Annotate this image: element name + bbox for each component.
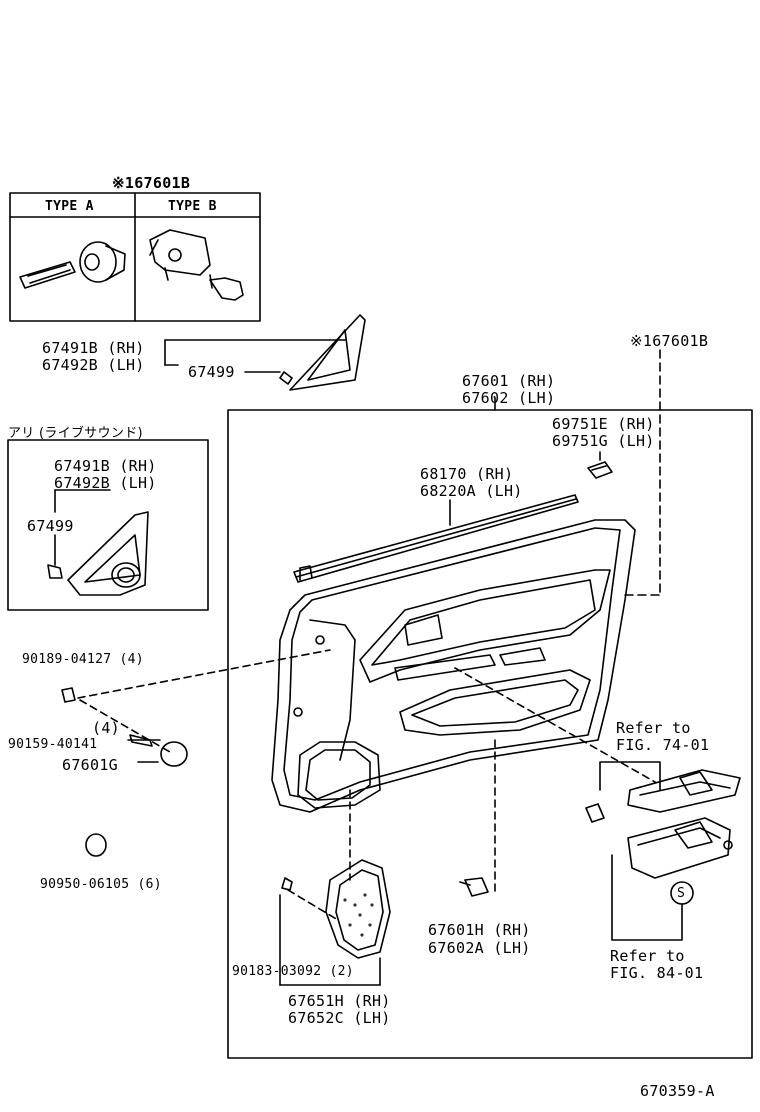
plug-90950-part (85, 833, 107, 857)
window-switch-lower (627, 817, 733, 879)
cap-67601g-part (160, 741, 188, 767)
mirror-cover-part (279, 314, 366, 391)
type-a-label: TYPE A (45, 199, 94, 214)
kit-title: ※167601B (112, 174, 191, 192)
label-68170-rh: 68170 (RH) (420, 465, 514, 483)
bolt-90189-part (61, 687, 76, 703)
clip-kit-box (9, 192, 261, 322)
figure-id: 670359-A (640, 1082, 715, 1100)
s-mark-circle (670, 881, 694, 905)
label-67601-rh: 67601 (RH) (462, 372, 556, 390)
label-67492b-lh: 67492B (LH) (42, 356, 145, 374)
label-67499: 67499 (188, 363, 235, 381)
clip-69751-part (587, 451, 613, 479)
label-refer-to-top: Refer to (616, 719, 691, 737)
label-panel-ref: ※167601B (630, 332, 709, 350)
label-live-sound: アリ (ライブサウンド) (8, 426, 143, 441)
label-fig-74-01: FIG. 74-01 (616, 736, 710, 754)
label-67602-lh: 67602 (LH) (462, 389, 556, 407)
type-a-clip-icon (19, 241, 126, 289)
label-69751e-rh: 69751E (RH) (552, 415, 655, 433)
window-switch-upper (585, 769, 741, 823)
label-67601h-rh: 67601H (RH) (428, 921, 531, 939)
inset-label-67492b-lh: 67492B (LH) (54, 474, 157, 492)
clip-67601h-part (459, 877, 489, 897)
inset-label-67491b-rh: 67491B (RH) (54, 457, 157, 475)
label-90189-04127: 90189-04127 (4) (22, 652, 144, 667)
label-67491b-rh: 67491B (RH) (42, 339, 145, 357)
label-68220a-lh: 68220A (LH) (420, 482, 523, 500)
label-69751g-lh: 69751G (LH) (552, 432, 655, 450)
label-s-mark: S (677, 886, 686, 901)
label-90159-40141: 90159-40141 (8, 737, 98, 752)
label-90183-03092: 90183-03092 (2) (232, 964, 354, 979)
speaker-grille-part (279, 859, 391, 986)
label-67651h-rh: 67651H (RH) (288, 992, 391, 1010)
label-67652c-lh: 67652C (LH) (288, 1009, 391, 1027)
live-sound-inset (7, 439, 209, 611)
label-67602a-lh: 67602A (LH) (428, 939, 531, 957)
inset-label-67499: 67499 (27, 517, 74, 535)
type-b-clip-icon (149, 229, 244, 301)
label-qty-4: (4) (92, 719, 120, 737)
weatherstrip-part (293, 494, 579, 583)
type-b-label: TYPE B (168, 199, 217, 214)
label-refer-to-bottom: Refer to (610, 947, 685, 965)
label-67601g: 67601G (62, 756, 118, 774)
main-panel-frame (227, 409, 753, 1059)
label-90950-06105: 90950-06105 (6) (40, 877, 162, 892)
door-trim-panel (271, 519, 636, 813)
label-fig-84-01: FIG. 84-01 (610, 964, 704, 982)
